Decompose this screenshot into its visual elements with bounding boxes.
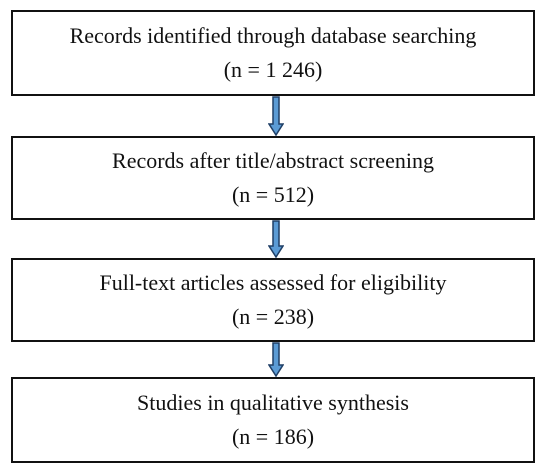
step-count: (n = 238): [231, 304, 315, 329]
step-count: (n = 1 246): [223, 57, 323, 82]
down-arrow-icon: [268, 96, 284, 136]
step-label: Studies in qualitative synthesis: [137, 390, 409, 415]
step-label: Records after title/abstract screening: [112, 148, 434, 173]
down-arrow-icon: [268, 342, 284, 377]
flow-step-eligibility: Full-text articles assessed for eligibil…: [11, 258, 535, 342]
flow-step-identification: Records identified through database sear…: [11, 10, 535, 96]
flow-step-included: Studies in qualitative synthesis (n = 18…: [11, 377, 535, 463]
step-count: (n = 186): [231, 424, 315, 449]
flow-step-screening: Records after title/abstract screening (…: [11, 136, 535, 220]
down-arrow-icon: [268, 220, 284, 258]
step-count: (n = 512): [231, 182, 315, 207]
step-label: Records identified through database sear…: [69, 23, 477, 48]
step-label: Full-text articles assessed for eligibil…: [99, 270, 447, 295]
